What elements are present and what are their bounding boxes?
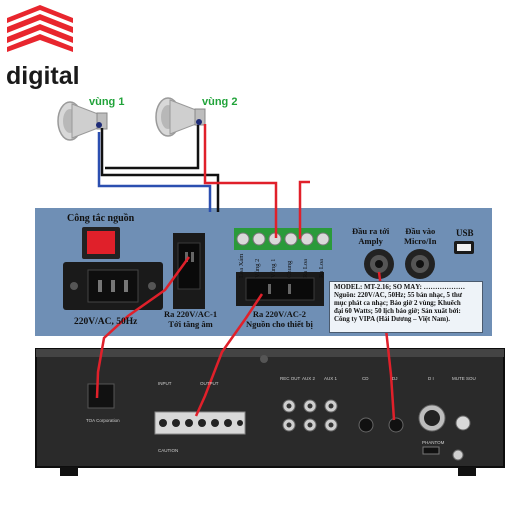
ac-outlet-1 xyxy=(173,233,205,309)
amp-section-label: AUX 1 xyxy=(324,376,338,381)
ac-out-1-line2: Tới tăng âm xyxy=(168,319,213,329)
mic-input-jack xyxy=(405,249,435,279)
red-wire xyxy=(95,124,396,421)
terminal-label: Ra Loa xyxy=(318,259,325,278)
spec-line: Nguồn: 220V/AC, 50Hz; 55 bản nhạc, 5 thư xyxy=(334,292,462,299)
usb-label: USB xyxy=(456,228,474,238)
mic-in-line1: Đầu vào xyxy=(405,226,436,236)
amp-section-label: DJ xyxy=(392,376,398,381)
spec-line: MODEL: MT-2.16; SỐ MÁY: ……………… xyxy=(334,284,465,291)
horn-speaker-icon xyxy=(155,97,206,137)
amp-out-line2: Amply xyxy=(358,236,383,246)
amp-section-label: MUTE SOU xyxy=(452,376,476,381)
mic-in-label: Đầu vào Micro/In xyxy=(404,226,436,246)
speaker-1-label: vùng 1 xyxy=(89,96,125,108)
ac-out-2-label: Ra 220V/AC-2 Nguồn cho thiết bị xyxy=(246,309,313,329)
speaker-2-label: vùng 2 xyxy=(202,96,238,108)
ac-outlet-2 xyxy=(236,272,324,306)
amp-out-line1: Đầu ra tới xyxy=(352,226,390,236)
power-switch xyxy=(82,227,120,259)
mic-in-line2: Micro/In xyxy=(404,236,437,246)
ac-out-1-line1: Ra 220V/AC-1 xyxy=(164,309,218,319)
brand-name: digital xyxy=(6,62,80,90)
spec-line: mục phát ca nhạc; Báo giờ 2 vùng; Khuếch xyxy=(334,300,461,307)
terminal-label: Loa Xám xyxy=(238,253,245,278)
blue-wire xyxy=(97,132,212,212)
amp-section-label: INPUT xyxy=(158,381,172,386)
digital-logo-icon xyxy=(7,5,73,52)
horn-speaker-icon xyxy=(57,101,108,141)
amp-section-label: REC OUT xyxy=(280,376,301,381)
ac-out-1-label: Ra 220V/AC-1 Tới tăng âm xyxy=(164,309,217,329)
spec-line: Công ty VIPA (Hải Dương – Việt Nam). xyxy=(334,316,451,323)
amp-section-label: TOA Corporation xyxy=(86,418,120,423)
terminal-label: Vùng 1 xyxy=(270,258,277,278)
ac-inlet xyxy=(63,262,163,310)
amp-section-label: CD xyxy=(362,376,369,381)
amp-section-label: AUX 2 xyxy=(302,376,316,381)
ac-out-2-line1: Ra 220V/AC-2 xyxy=(252,309,306,319)
usb-port-icon xyxy=(454,241,474,254)
terminal-label: Chung xyxy=(286,260,293,278)
amp-out-label: Đầu ra tới Amply xyxy=(352,226,389,246)
terminal-label: Ra Loa xyxy=(302,259,309,278)
terminal-block xyxy=(234,228,332,250)
amp-section-label: PHANTOM xyxy=(422,440,445,445)
amp-output-jack xyxy=(364,249,394,279)
amplifier-rear xyxy=(35,348,505,476)
power-switch-label: Công tắc nguồn xyxy=(67,213,135,224)
amp-section-label: D I xyxy=(428,376,434,381)
amp-section-label: OUTPUT xyxy=(200,381,219,386)
ac-input-label: 220V/AC, 50Hz xyxy=(74,317,138,327)
spec-line: đại 60 Watts; 50 lịch báo giờ; Sản xuất … xyxy=(334,308,461,315)
amp-section-label: CAUTION xyxy=(158,448,179,453)
spec-label: MODEL: MT-2.16; SỐ MÁY: ……………… Nguồn: 22… xyxy=(329,281,483,333)
ac-out-2-line2: Nguồn cho thiết bị xyxy=(246,319,313,329)
black-wire xyxy=(100,125,220,212)
terminal-label: Vùng 2 xyxy=(254,258,261,278)
